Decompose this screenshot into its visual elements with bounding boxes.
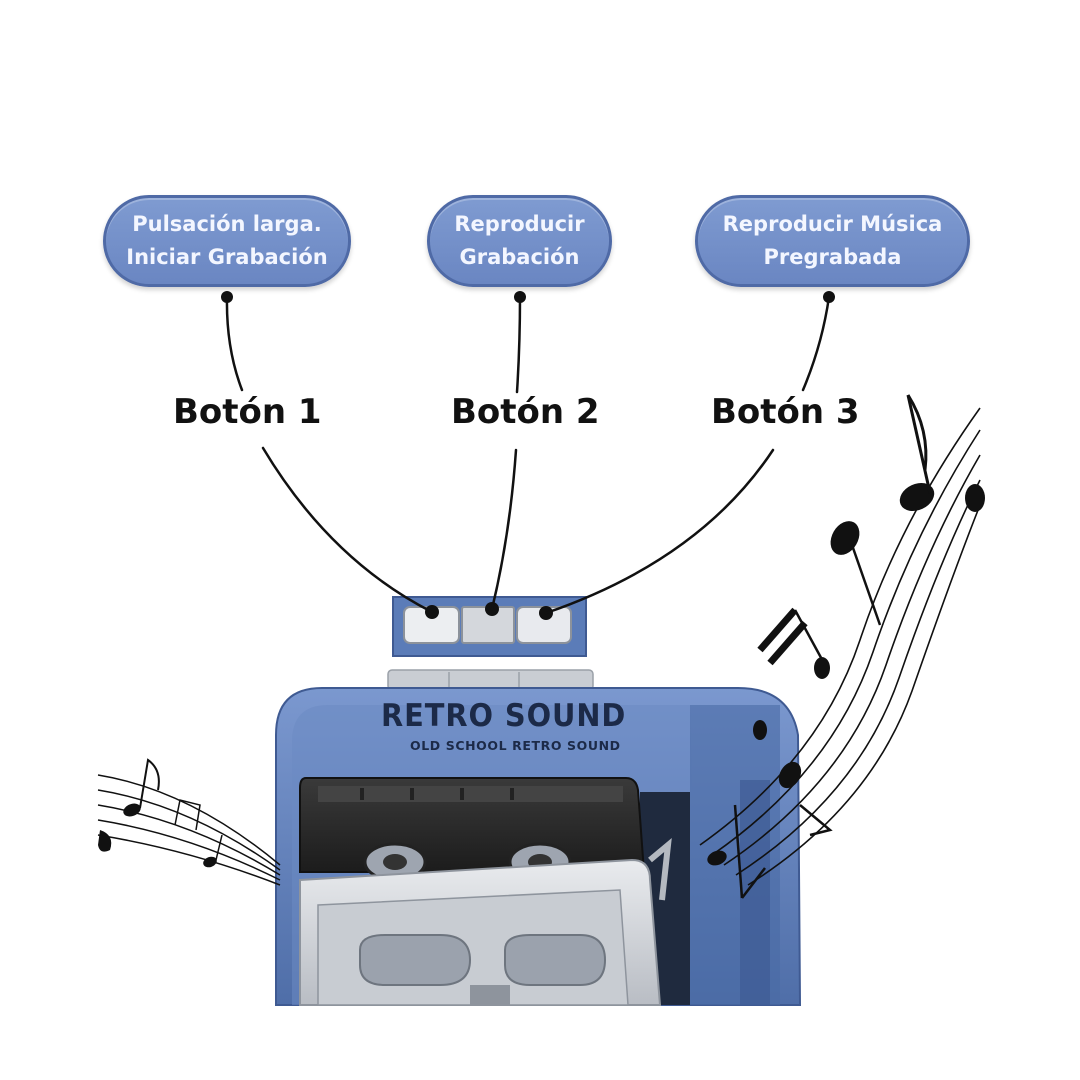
button-3-label: Botón 3 <box>711 392 860 432</box>
music-notes-left-icon <box>97 758 281 886</box>
callout-line: Reproducir <box>454 212 585 236</box>
brand-title: RETRO SOUND <box>381 698 627 734</box>
callout-play-recording: Reproducir Grabación <box>427 195 612 287</box>
brand-tagline: OLD SCHOOL RETRO SOUND <box>410 738 621 753</box>
button-1-label: Botón 1 <box>173 392 322 432</box>
callout-play-prerecorded-music: Reproducir Música Pregrabada <box>695 195 970 287</box>
connector-lines <box>221 291 835 615</box>
callout-line: Pregrabada <box>763 245 902 269</box>
music-notes-right-icon <box>699 394 985 899</box>
callout-line: Grabación <box>459 245 580 269</box>
callout-line: Reproducir Música <box>722 212 943 236</box>
callout-line: Pulsación larga. <box>132 212 322 236</box>
cassette-player <box>275 669 802 1006</box>
button-2-label: Botón 2 <box>451 392 600 432</box>
callout-long-press-record: Pulsación larga. Iniciar Grabación <box>103 195 351 287</box>
callout-line: Iniciar Grabación <box>126 245 328 269</box>
